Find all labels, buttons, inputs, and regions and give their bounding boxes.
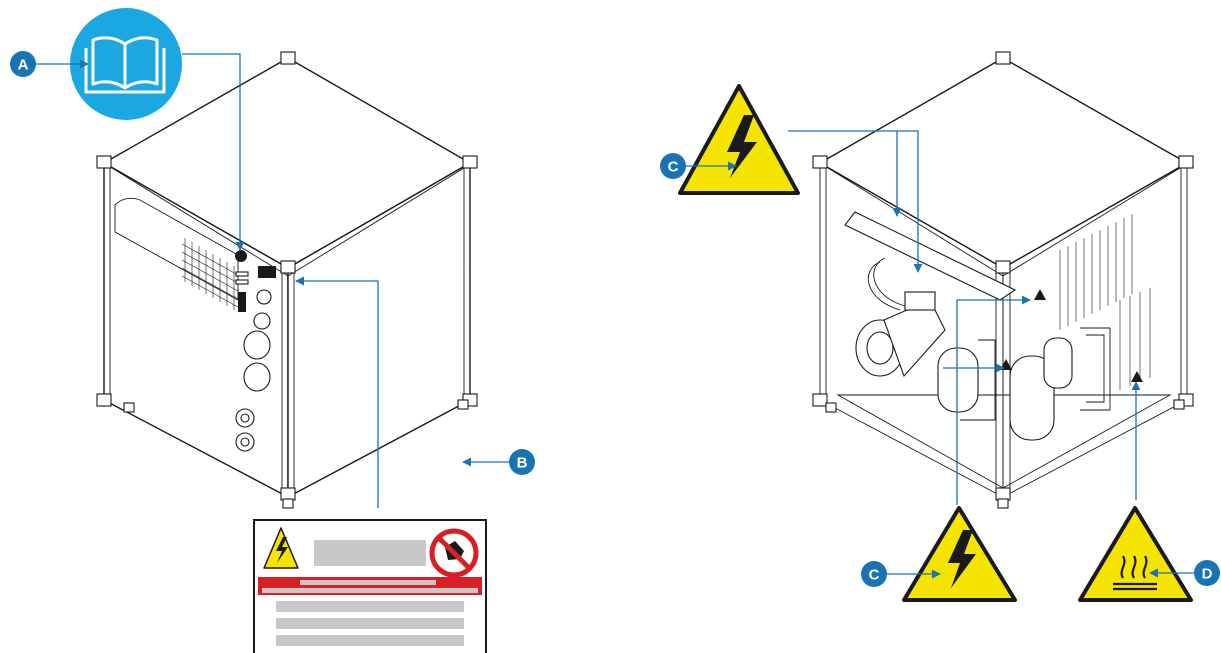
open-book-icon [84,36,166,94]
compressor [937,337,1073,441]
placeholder-bar [276,618,464,629]
lightning-warning-icon [948,530,976,588]
pump-motor [855,291,946,378]
placeholder-bar [300,580,436,585]
hot-surface-sign [1078,506,1193,602]
callout-b: B [509,449,535,475]
warning-label-panel [253,519,487,653]
chiller-unit-open [812,51,1194,509]
callout-c-bottom: C [861,561,887,587]
callout-a: A [10,51,36,77]
placeholder-bar [276,635,464,646]
electrical-hazard-sign-bottom [902,506,1017,602]
callout-b-label: B [517,455,528,472]
placeholder-bar [276,601,464,612]
no-touch-prohibition-icon [429,528,479,578]
lightning-warning-icon [727,115,757,178]
callout-c-top-label: C [668,159,679,176]
chiller-unit-closed [96,51,478,509]
electrical-hazard-sign-top [678,84,800,195]
hot-surface-warning-icon [1113,555,1157,591]
lightning-warning-icon [263,527,299,569]
condenser-coil [1059,214,1151,390]
callout-c-bottom-label: C [869,567,880,584]
placeholder-bar [262,588,478,593]
callout-d: D [1194,560,1220,586]
callout-d-label: D [1202,566,1213,583]
vent-grille [181,238,239,310]
placeholder-bar [314,540,426,566]
manual-symbol [70,8,182,120]
callout-a-label: A [18,57,29,74]
leader-lines [35,53,1197,579]
callout-c-top: C [660,153,686,179]
